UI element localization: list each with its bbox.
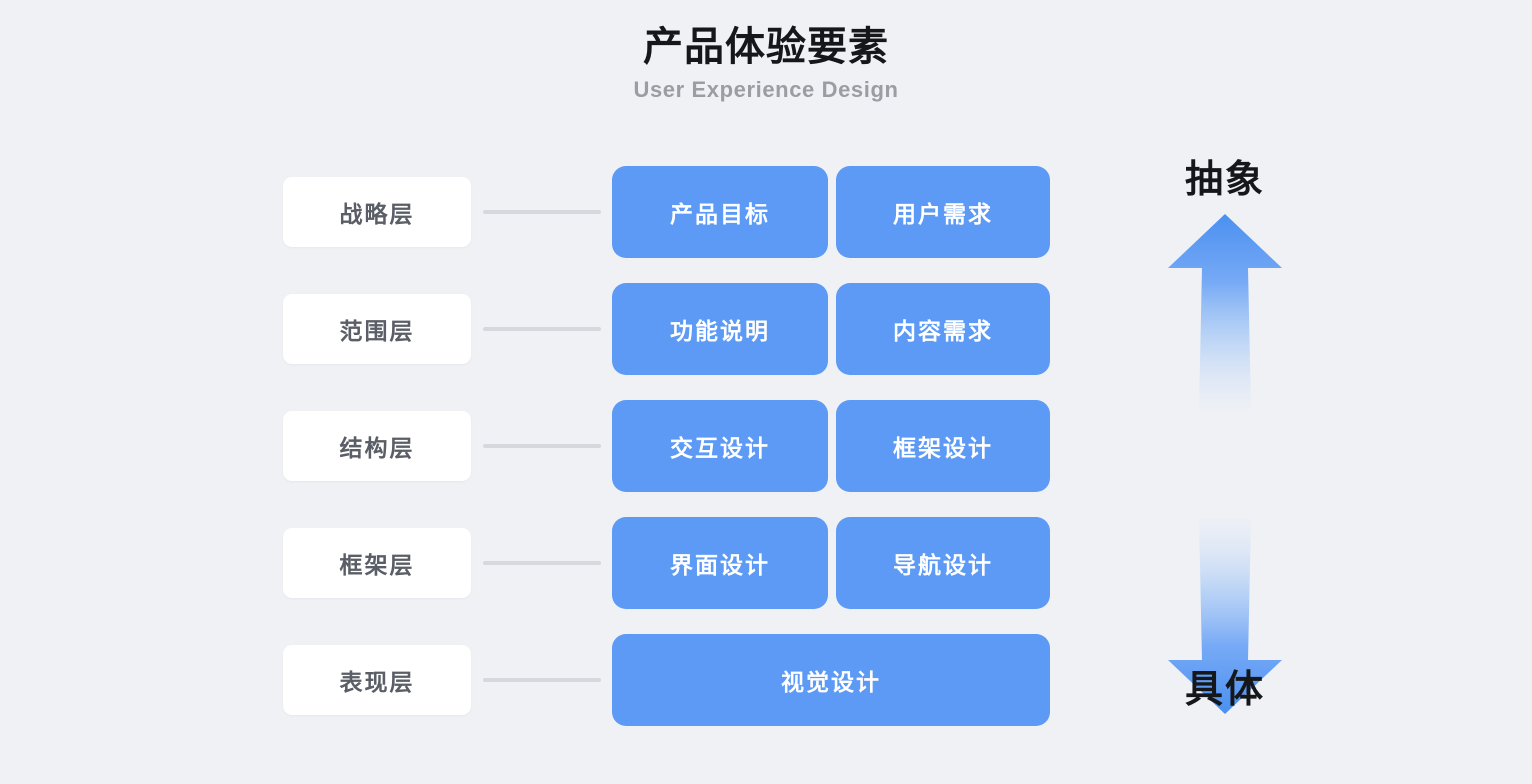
layer-chip-label: 战略层 — [339, 201, 415, 227]
element-card-functional-spec[interactable]: 功能说明 — [612, 283, 828, 375]
layer-chip-structure[interactable]: 结构层 — [283, 411, 471, 481]
diagram-row: 战略层 产品目标 用户需求 — [0, 166, 1532, 258]
element-card-user-needs[interactable]: 用户需求 — [836, 166, 1050, 258]
element-card-label: 产品目标 — [670, 201, 770, 227]
element-card-content-requirements[interactable]: 内容需求 — [836, 283, 1050, 375]
element-card-navigation-design[interactable]: 导航设计 — [836, 517, 1050, 609]
connector-line — [483, 678, 601, 682]
connector-line — [483, 444, 601, 448]
layer-chip-surface[interactable]: 表现层 — [283, 645, 471, 715]
page-header: 产品体验要素 User Experience Design — [0, 22, 1532, 104]
layer-chip-skeleton[interactable]: 框架层 — [283, 528, 471, 598]
diagram-row: 范围层 功能说明 内容需求 — [0, 283, 1532, 375]
ux-layers-diagram: 战略层 产品目标 用户需求 范围层 功能说明 内容需求 结构层 交互设计 — [0, 160, 1532, 740]
layer-chip-label: 结构层 — [339, 435, 415, 461]
arrow-down-icon — [1160, 518, 1290, 723]
layer-chip-label: 表现层 — [339, 669, 415, 695]
abstraction-axis: 抽象 — [1130, 150, 1320, 750]
element-card-label: 内容需求 — [893, 318, 993, 344]
element-card-label: 交互设计 — [670, 435, 770, 461]
layer-chip-label: 范围层 — [339, 318, 415, 344]
element-card-information-architecture[interactable]: 框架设计 — [836, 400, 1050, 492]
connector-line — [483, 210, 601, 214]
page-subtitle: User Experience Design — [633, 77, 899, 102]
element-card-label: 框架设计 — [893, 435, 993, 461]
diagram-row: 框架层 界面设计 导航设计 — [0, 517, 1532, 609]
element-card-visual-design[interactable]: 视觉设计 — [612, 634, 1050, 726]
element-card-label: 导航设计 — [893, 552, 993, 578]
element-card-interaction-design[interactable]: 交互设计 — [612, 400, 828, 492]
element-card-label: 用户需求 — [893, 201, 993, 227]
element-card-label: 功能说明 — [670, 318, 770, 344]
element-card-interface-design[interactable]: 界面设计 — [612, 517, 828, 609]
connector-line — [483, 561, 601, 565]
axis-label-abstract: 抽象 — [1184, 159, 1265, 201]
layer-chip-label: 框架层 — [339, 552, 415, 578]
page-title: 产品体验要素 — [643, 25, 889, 69]
element-card-label: 界面设计 — [670, 552, 770, 578]
axis-label-concrete: 具体 — [1184, 669, 1265, 711]
layer-chip-scope[interactable]: 范围层 — [283, 294, 471, 364]
element-card-label: 视觉设计 — [781, 669, 881, 695]
diagram-row: 结构层 交互设计 框架设计 — [0, 400, 1532, 492]
connector-line — [483, 327, 601, 331]
layer-chip-strategy[interactable]: 战略层 — [283, 177, 471, 247]
diagram-row: 表现层 视觉设计 — [0, 634, 1532, 726]
element-card-product-goal[interactable]: 产品目标 — [612, 166, 828, 258]
arrow-up-icon — [1160, 210, 1290, 415]
